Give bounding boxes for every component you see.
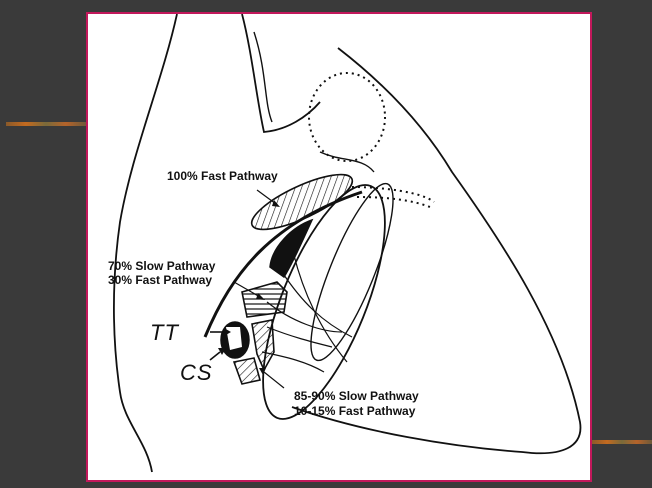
label-tt: TT [150,320,179,346]
heart-outline-left [114,14,177,472]
label-70-slow-pathway: 70% Slow Pathway [108,260,215,273]
label-cs: CS [180,360,213,386]
label-100-fast-pathway: 100% Fast Pathway [167,170,278,183]
slide-canvas: 100% Fast Pathway 70% Slow Pathway 30% F… [86,12,592,482]
aorta-root-line [242,14,320,132]
label-30-fast-pathway: 30% Fast Pathway [108,274,212,287]
left-edge-strip [6,122,86,126]
label-10-15-fast-pathway: 10-15% Fast Pathway [294,405,415,418]
label-85-90-slow-pathway: 85-90% Slow Pathway [294,390,419,403]
right-edge-strip [592,440,652,444]
dotted-valve-ring [309,73,385,161]
